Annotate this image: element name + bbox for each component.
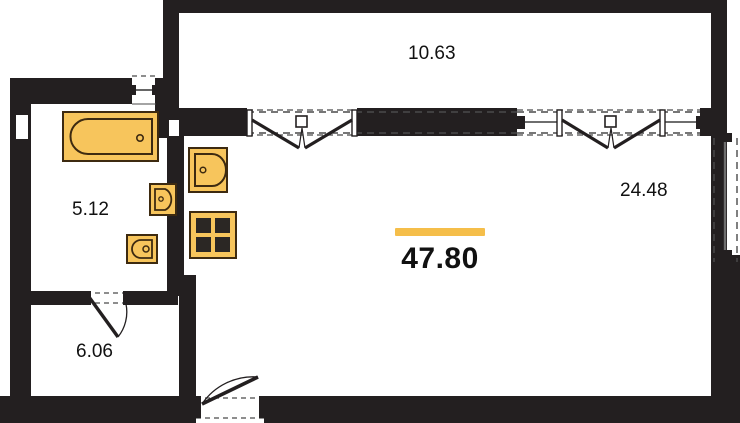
balcony-east-railing — [713, 133, 738, 262]
entry-door[interactable] — [194, 375, 266, 419]
door-jamb-left — [246, 109, 253, 137]
wall-south-main — [264, 396, 719, 423]
accent-bar — [395, 228, 485, 236]
door-leaf — [201, 375, 259, 406]
area-label-living: 47.80 — [401, 242, 479, 275]
wall-living-east-lower — [711, 255, 740, 423]
door-leaf-right — [613, 118, 661, 150]
area-label-hall: 6.06 — [76, 341, 113, 362]
wall-interior-vertical-lower — [179, 283, 196, 396]
balcony-north-railing — [247, 111, 700, 134]
door-jamb-left — [556, 109, 563, 137]
area-label-balcony-top: 10.63 — [408, 43, 456, 64]
wall-kitchen-stub — [167, 275, 196, 291]
door-center-post — [604, 115, 617, 128]
stove-4-burner[interactable] — [189, 211, 237, 259]
window-bathroom[interactable] — [128, 75, 160, 105]
area-label-bathroom: 5.12 — [72, 199, 109, 220]
wall-living-east — [711, 136, 727, 261]
wall-south-left — [0, 396, 196, 423]
wall-top-balcony-top — [163, 0, 727, 13]
wall-living-north-right — [700, 108, 727, 136]
area-label-balcony-right: 24.48 — [620, 180, 668, 201]
door-leaf-left — [561, 118, 609, 150]
french-door-right[interactable] — [517, 109, 704, 150]
wall-bath-bottom — [31, 291, 86, 305]
area-label-living-wrap: 47.80 — [390, 228, 490, 276]
door-leaf-right — [304, 118, 353, 150]
washbasin-small[interactable] — [149, 183, 177, 216]
wall-niche-left — [16, 115, 28, 139]
wall-bath-bottom-right — [128, 291, 178, 305]
bathtub[interactable] — [62, 111, 159, 162]
door-swing-arc — [117, 303, 128, 338]
door-center-post — [295, 115, 308, 128]
toilet[interactable] — [126, 234, 158, 264]
fixtures — [62, 111, 237, 264]
wall-bath-top-right — [155, 78, 169, 104]
door-jamb-right — [659, 109, 666, 137]
door-swing-arc — [201, 376, 259, 405]
wall-outer-left — [10, 78, 31, 396]
french-door-left[interactable] — [246, 109, 358, 150]
wall-living-north-left — [179, 108, 247, 136]
wall-top-balcony-right — [711, 0, 727, 120]
door-leaf — [87, 296, 120, 338]
door-hall-bathroom[interactable] — [84, 291, 130, 338]
door-jamb-right — [351, 109, 358, 137]
washbasin-large[interactable] — [188, 147, 228, 193]
door-leaf-left — [251, 118, 300, 150]
